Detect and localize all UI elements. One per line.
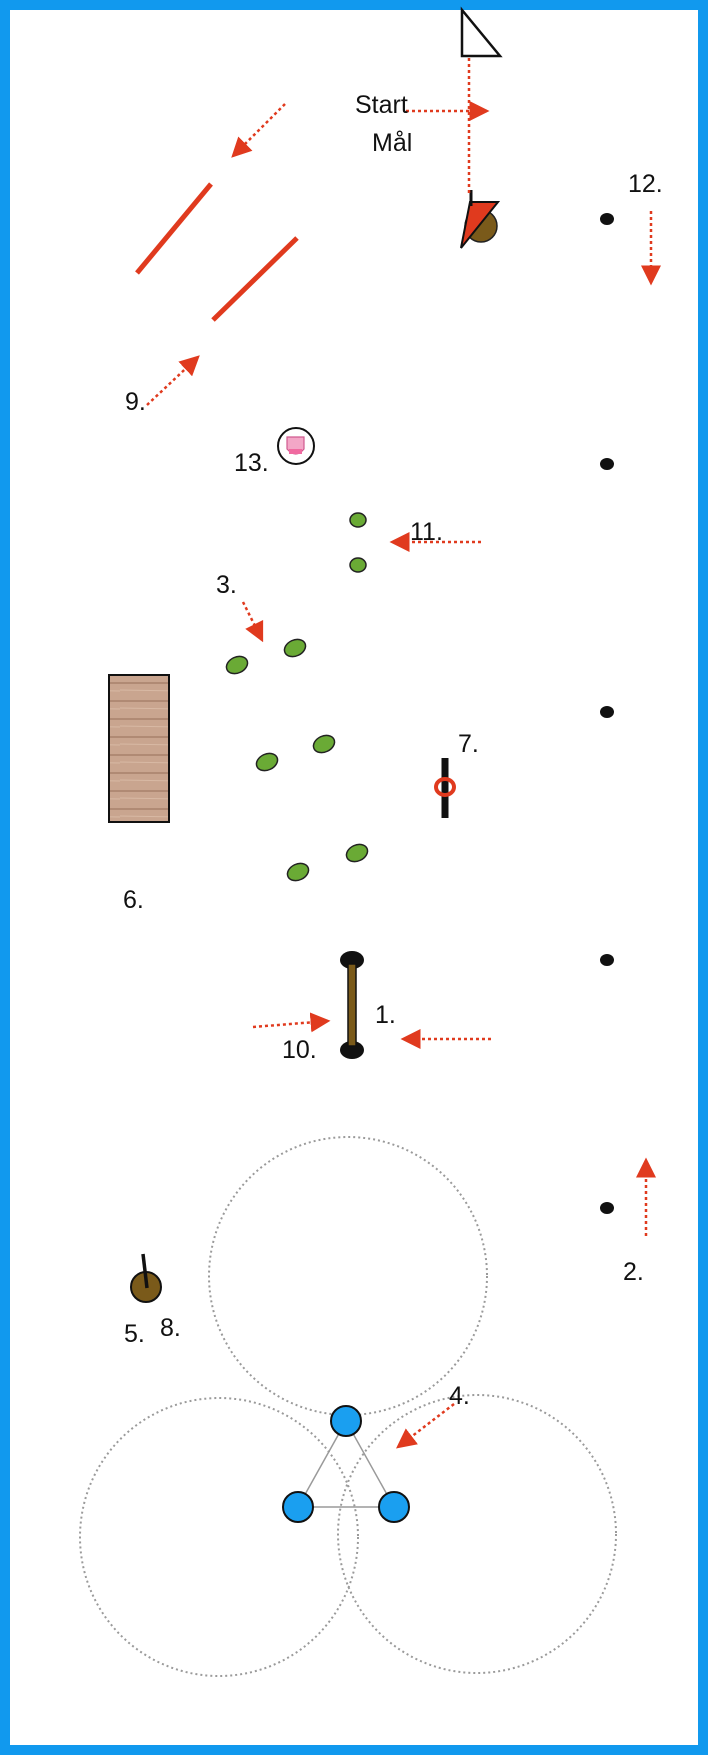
- cone: [285, 860, 312, 884]
- marker-dot: [600, 458, 614, 470]
- marker-dot: [600, 954, 614, 966]
- cloverleaf-circle: [80, 1398, 358, 1676]
- label-13: 13.: [234, 449, 269, 477]
- cone: [224, 653, 251, 677]
- label-7: 7.: [458, 730, 479, 758]
- cone: [311, 732, 338, 756]
- cloverleaf-circle: [338, 1395, 616, 1673]
- start-label: Start: [355, 91, 408, 119]
- cone: [350, 558, 366, 572]
- cone: [254, 750, 281, 774]
- arrow-10: [253, 1021, 328, 1027]
- arrow-3: [243, 602, 262, 640]
- marker-dot: [600, 1202, 614, 1214]
- goal-flag-icon: [461, 190, 498, 248]
- label-1: 1.: [375, 1001, 396, 1029]
- arrow-9-in: [147, 357, 198, 405]
- cone: [344, 841, 371, 865]
- pole-icon: [340, 951, 364, 1059]
- goal-label: Mål: [372, 129, 412, 157]
- arrow-4: [398, 1404, 454, 1447]
- cone: [350, 513, 366, 527]
- marker-dot: [600, 706, 614, 718]
- label-9: 9.: [125, 388, 146, 416]
- barrel: [283, 1492, 313, 1522]
- marker-dot: [600, 213, 614, 225]
- cloverleaf-circle: [209, 1137, 487, 1415]
- label-6: 6.: [123, 886, 144, 914]
- wooden-bridge-icon: [109, 675, 169, 822]
- label-11: 11.: [410, 518, 443, 546]
- mailbox-icon: [278, 428, 314, 464]
- label-2: 2.: [623, 1258, 644, 1286]
- arena-border: [5, 5, 703, 1750]
- label-8: 8.: [160, 1314, 181, 1342]
- barrel: [331, 1406, 361, 1436]
- gate-icon: [436, 758, 454, 818]
- cone: [282, 636, 309, 660]
- start-flag-icon: [462, 10, 500, 56]
- barrel: [379, 1492, 409, 1522]
- arrow-9-out: [233, 104, 285, 156]
- label-12: 12.: [628, 170, 663, 198]
- label-3: 3.: [216, 571, 237, 599]
- pole-9b: [213, 238, 297, 320]
- label-10: 10.: [282, 1036, 317, 1064]
- label-5: 5.: [124, 1320, 145, 1348]
- pole-9a: [137, 184, 211, 273]
- post-icon: [131, 1254, 161, 1302]
